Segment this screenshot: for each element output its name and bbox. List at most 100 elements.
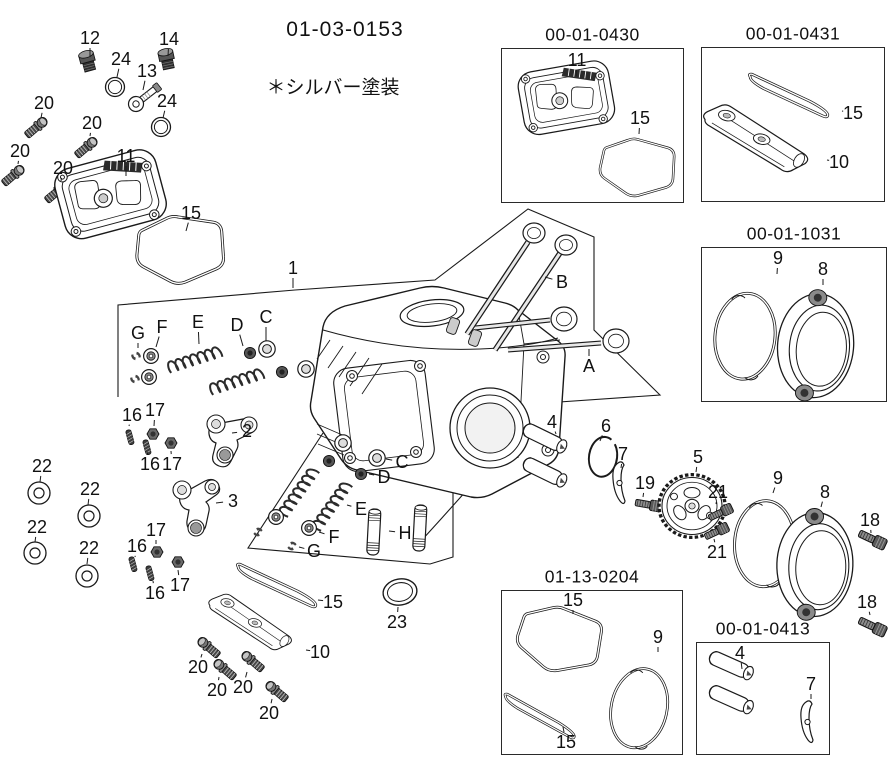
intake-valve-art	[492, 234, 578, 352]
side-gasket-15-art	[230, 562, 323, 609]
leader-line	[40, 112, 43, 119]
leader-line	[820, 501, 823, 508]
callout-F: F	[156, 317, 168, 337]
leader-line	[185, 222, 189, 232]
silver-paint-note: ＊シルバー塗装	[266, 77, 400, 99]
callout-3: 3	[227, 491, 239, 511]
callout-16: 16	[126, 536, 148, 556]
leader-line	[388, 530, 396, 533]
leader-line	[215, 501, 224, 504]
leader-line	[695, 466, 698, 473]
callout-9: 9	[652, 627, 664, 647]
page-title: 01-03-0153	[286, 18, 404, 41]
callout-20: 20	[187, 657, 209, 677]
callout-4: 4	[734, 643, 746, 663]
leader-line	[544, 276, 553, 280]
callout-14: 14	[158, 29, 180, 49]
callout-C: C	[259, 307, 273, 327]
callout-15: 15	[322, 592, 344, 612]
leader-line	[317, 599, 324, 602]
callout-15: 15	[180, 203, 202, 223]
bolt-18-art	[856, 527, 889, 639]
callout-18: 18	[856, 592, 878, 612]
callout-10: 10	[309, 642, 331, 662]
leader-line	[39, 475, 42, 483]
callout-20: 20	[81, 113, 103, 133]
callout-C: C	[395, 452, 409, 472]
bolt-13-art	[127, 82, 162, 113]
callout-20: 20	[52, 158, 74, 178]
callout-20: 20	[206, 680, 228, 700]
leader-line	[34, 536, 37, 543]
oring-24-art	[150, 116, 172, 138]
callout-15: 15	[555, 732, 577, 752]
plug-14-art	[156, 46, 177, 71]
intake-valve-art	[464, 222, 546, 336]
exhaust-valve-art	[474, 306, 578, 332]
callout-19: 19	[634, 473, 656, 493]
callout-8: 8	[817, 259, 829, 279]
oring-23-art	[382, 578, 418, 606]
callout-16: 16	[121, 405, 143, 425]
callout-H: H	[398, 523, 412, 543]
callout-10: 10	[828, 152, 850, 172]
callout-G: G	[306, 541, 322, 561]
callout-20: 20	[33, 93, 55, 113]
panel-code-00-01-0430: 00-01-0430	[545, 24, 640, 45]
panel-box-00-01-0431	[701, 47, 885, 202]
rocker-arm-3-art	[172, 478, 221, 537]
leader-line	[116, 68, 120, 78]
leader-line	[740, 662, 743, 670]
exhaust-valve-art	[507, 328, 630, 354]
callout-21: 21	[707, 482, 729, 502]
leader-line	[270, 698, 273, 704]
rocker-arm-2-art	[206, 414, 258, 468]
callout-2: 2	[241, 421, 253, 441]
callout-17: 17	[144, 400, 166, 420]
callout-23: 23	[386, 612, 408, 632]
callout-8: 8	[819, 482, 831, 502]
callout-24: 24	[110, 49, 132, 69]
callout-A: A	[582, 356, 596, 376]
leader-line	[713, 538, 716, 543]
callout-22: 22	[26, 517, 48, 537]
left-cover-8-art	[774, 506, 856, 623]
callout-20: 20	[9, 141, 31, 161]
callout-6: 6	[600, 416, 612, 436]
callout-4: 4	[546, 412, 558, 432]
leader-line	[87, 498, 90, 506]
callout-15: 15	[562, 590, 584, 610]
callout-D: D	[230, 315, 244, 335]
callout-24: 24	[156, 91, 178, 111]
callout-17: 17	[161, 454, 183, 474]
panel-code-01-13-0204: 01-13-0204	[544, 566, 640, 587]
leader-line	[298, 546, 305, 549]
callout-7: 7	[617, 444, 629, 464]
callout-11: 11	[116, 146, 136, 166]
valve-spring-set-art	[129, 340, 315, 397]
valves-art	[464, 222, 630, 354]
callout-22: 22	[79, 479, 101, 499]
panel-box-01-13-0204	[501, 590, 683, 755]
callout-22: 22	[31, 456, 53, 476]
leader-line	[155, 336, 160, 348]
callout-17: 17	[145, 520, 167, 540]
callout-7: 7	[805, 674, 817, 694]
cam-lever-7-art	[612, 461, 626, 505]
callout-E: E	[354, 499, 368, 519]
leader-line	[146, 451, 149, 455]
callout-20: 20	[232, 677, 254, 697]
leader-line	[197, 331, 200, 345]
leader-lines	[17, 48, 872, 733]
callout-F: F	[328, 527, 340, 547]
callout-15: 15	[629, 108, 651, 128]
panel-box-00-01-0413	[696, 642, 830, 755]
leader-line	[86, 557, 89, 565]
callout-11: 11	[567, 50, 587, 70]
leader-line	[245, 671, 248, 678]
panel-code-00-01-0431: 00-01-0431	[745, 23, 841, 44]
callout-5: 5	[692, 447, 704, 467]
callout-15: 15	[842, 103, 864, 123]
callout-22: 22	[78, 538, 100, 558]
